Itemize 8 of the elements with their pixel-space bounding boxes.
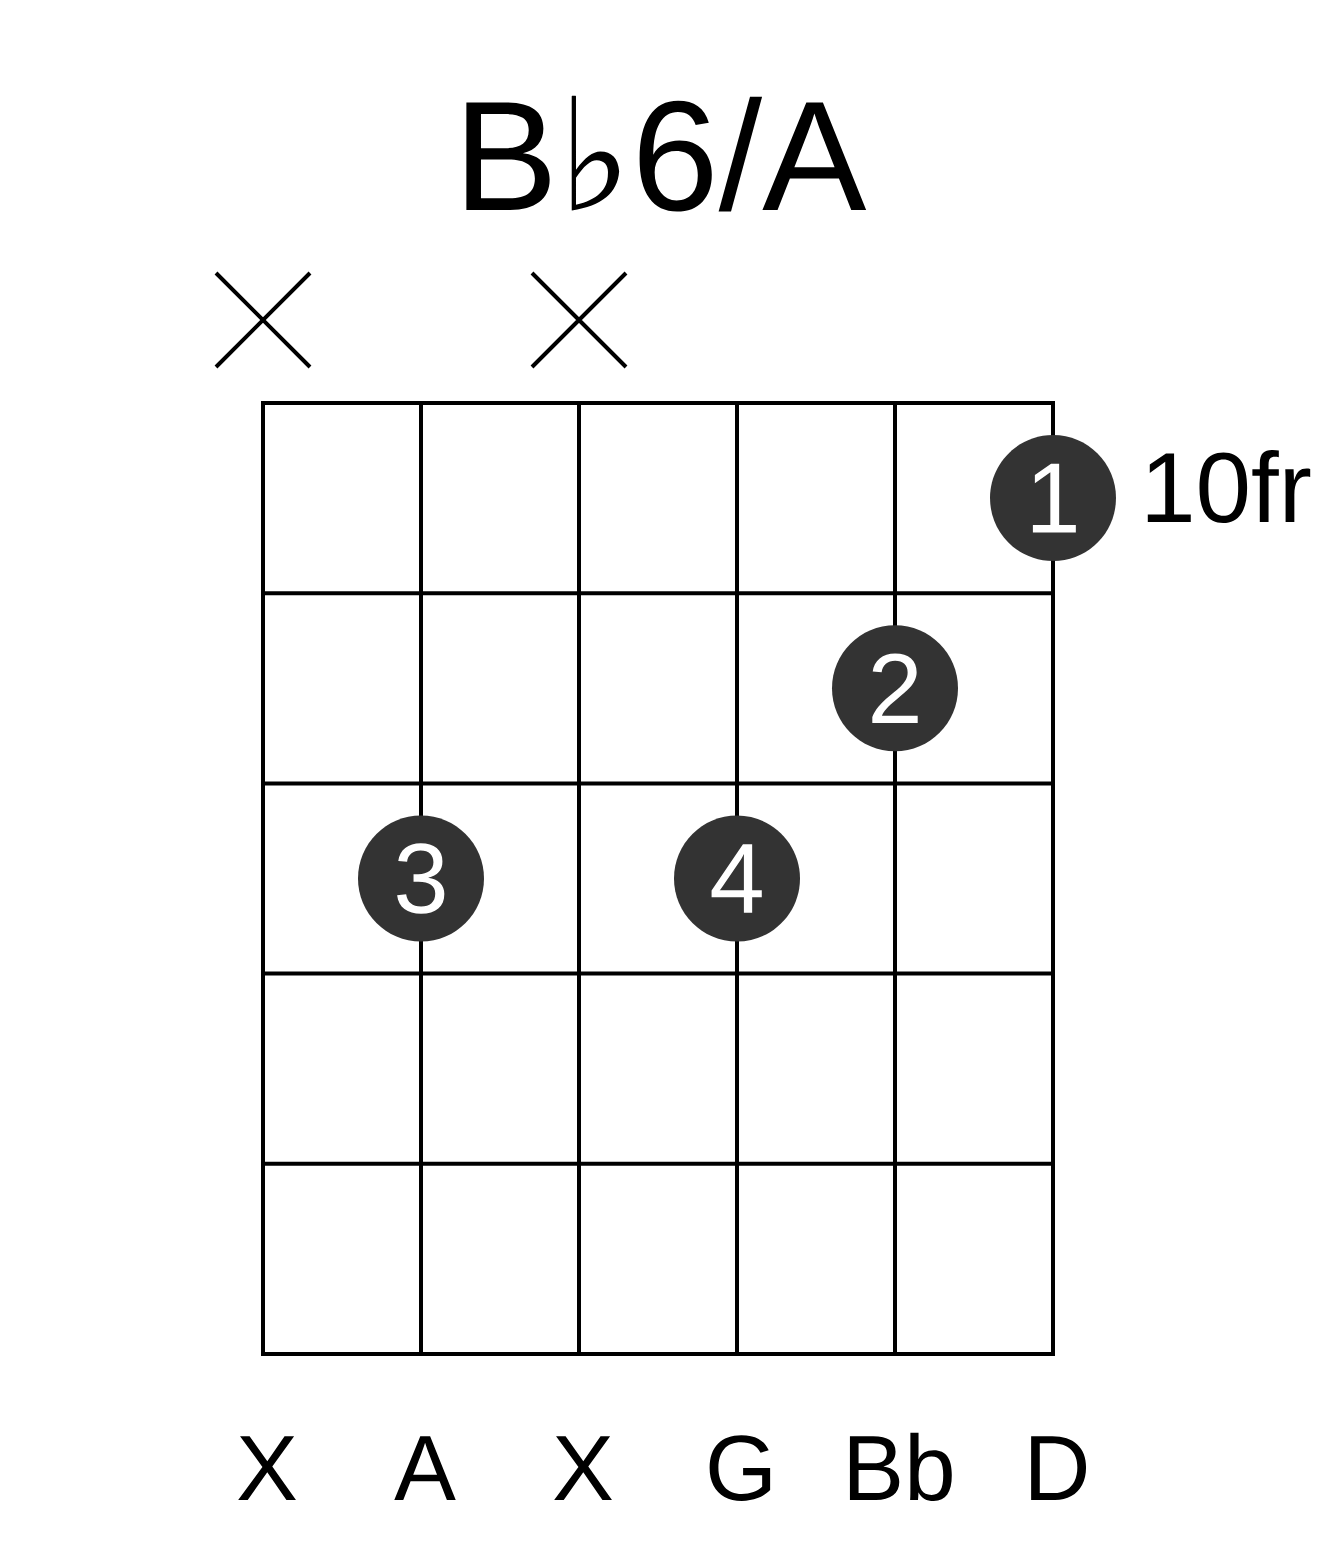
string-note: X	[554, 1436, 612, 1500]
string-note: G	[709, 1435, 771, 1501]
string-note: D	[1031, 1436, 1087, 1500]
string-note: A	[394, 1436, 456, 1500]
string-note: X	[238, 1436, 296, 1500]
chord-title: B♭6/A	[466, 95, 867, 212]
string-note: Bb	[849, 1432, 952, 1501]
fret-number: 10fr	[1147, 449, 1311, 523]
